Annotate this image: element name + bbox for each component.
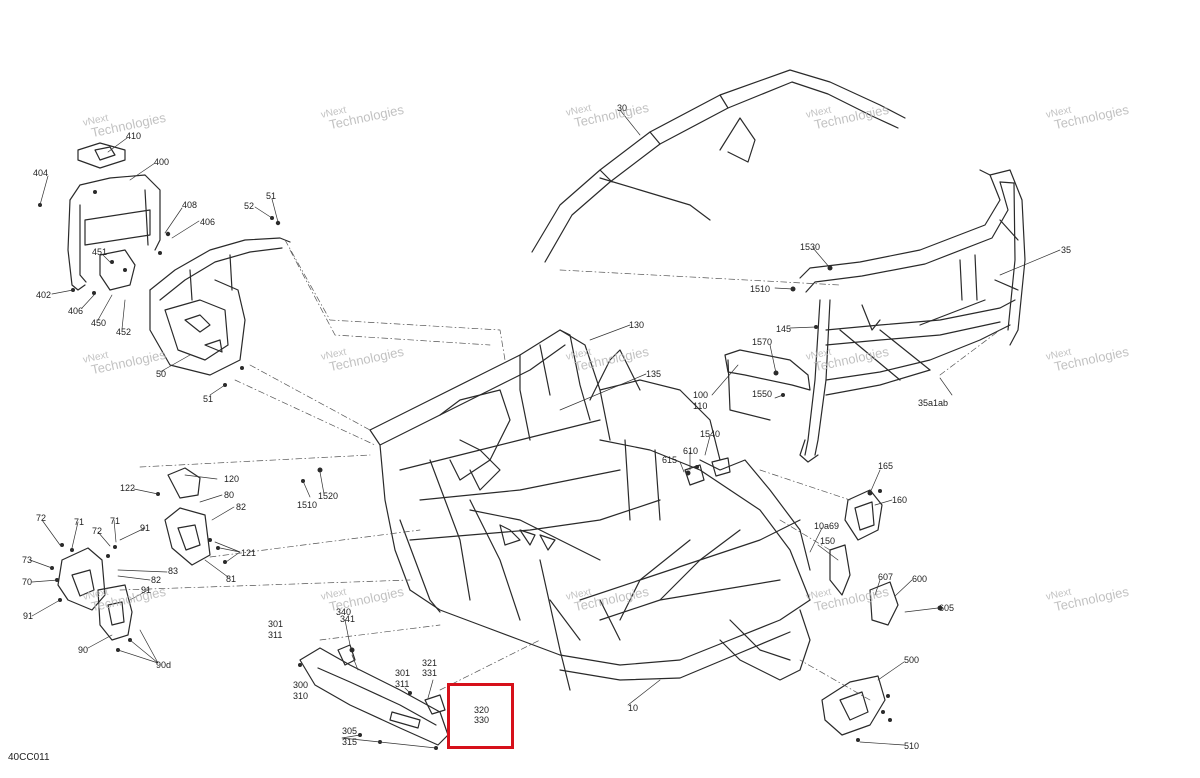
callout: 1570: [752, 337, 773, 347]
callout: 321: [422, 658, 438, 668]
callout: 150: [820, 536, 836, 546]
callout: 607: [878, 572, 894, 582]
callout: 330: [474, 715, 490, 725]
fasteners: [38, 190, 943, 750]
callout: 610: [683, 446, 699, 456]
callout: 110: [693, 401, 708, 411]
callout: 51: [266, 191, 277, 201]
main-chassis-frame: [369, 329, 811, 691]
callout: 80: [224, 490, 235, 500]
callout: 1540: [700, 429, 721, 439]
callout: 341: [340, 614, 356, 624]
callout: 301: [395, 668, 411, 678]
callout: 450: [91, 318, 107, 328]
callout: 71: [110, 516, 121, 526]
callout: 305: [342, 726, 358, 736]
highlight-box: [447, 683, 514, 749]
callout: 83: [168, 566, 179, 576]
callout: 35a1ab: [918, 398, 949, 408]
callout: 100: [693, 390, 709, 400]
callout: 402: [36, 290, 52, 300]
callout: 406: [68, 306, 84, 316]
callout: 35: [1061, 245, 1072, 255]
callout: 1530: [800, 242, 821, 252]
callout: 500: [904, 655, 920, 665]
callout: 451: [92, 247, 108, 257]
callout: 340: [336, 607, 352, 617]
callout: 52: [244, 201, 255, 211]
callout: 122: [120, 483, 136, 493]
callout: 310: [293, 691, 309, 701]
callout: 311: [395, 679, 410, 689]
callout: 311: [268, 630, 283, 640]
callout: 71: [74, 517, 85, 527]
callout: 1510: [750, 284, 771, 294]
callout: 10a69: [814, 521, 840, 531]
callout: 331: [422, 668, 438, 678]
callout: 90d: [156, 660, 172, 670]
callout: 81: [226, 574, 237, 584]
callout: 400: [154, 157, 170, 167]
callout: 130: [629, 320, 645, 330]
callout: 91: [140, 523, 151, 533]
callout: 600: [912, 574, 928, 584]
callout: 315: [342, 737, 358, 747]
callout: 72: [92, 526, 103, 536]
callout: 73: [22, 555, 33, 565]
diagram-code: 40CC011: [8, 752, 50, 763]
callout: 1520: [318, 491, 339, 501]
callout: 72: [36, 513, 47, 523]
rear-bumper-assembly: [67, 142, 161, 291]
callout: 120: [224, 474, 240, 484]
callout: 145: [776, 324, 792, 334]
assembly-dash-lines: [119, 239, 1001, 701]
callout: 605: [939, 603, 955, 613]
front-bumper-hoop: [149, 237, 291, 376]
callout: 165: [878, 461, 894, 471]
callout: 301: [268, 619, 284, 629]
callout: 135: [646, 369, 662, 379]
callout: 1510: [297, 500, 318, 510]
callout: 50: [156, 369, 167, 379]
callout: 1550: [752, 389, 773, 399]
callout: 51: [203, 394, 214, 404]
callout: 160: [892, 495, 908, 505]
callout: 615: [662, 455, 678, 465]
callout: 300: [293, 680, 309, 690]
callout: 90: [78, 645, 89, 655]
callout: 408: [182, 200, 198, 210]
callout: 70: [22, 577, 33, 587]
callout: 82: [236, 502, 247, 512]
callout: 404: [33, 168, 49, 178]
callout: 91: [141, 585, 152, 595]
callout: 30: [617, 103, 628, 113]
callout: 82: [151, 575, 162, 585]
callout: 320: [474, 705, 490, 715]
right-side-parts: [684, 349, 899, 736]
callout: 406: [200, 217, 216, 227]
callout: 91: [23, 611, 34, 621]
callout: 410: [126, 131, 142, 141]
roll-cage-roof: [531, 69, 1026, 463]
suspension-brackets: [57, 467, 211, 641]
callout: 121: [241, 548, 257, 558]
callout: 510: [904, 741, 920, 751]
callout: 10: [628, 703, 639, 713]
leader-lines: [29, 109, 1061, 749]
callout: 452: [116, 327, 132, 337]
